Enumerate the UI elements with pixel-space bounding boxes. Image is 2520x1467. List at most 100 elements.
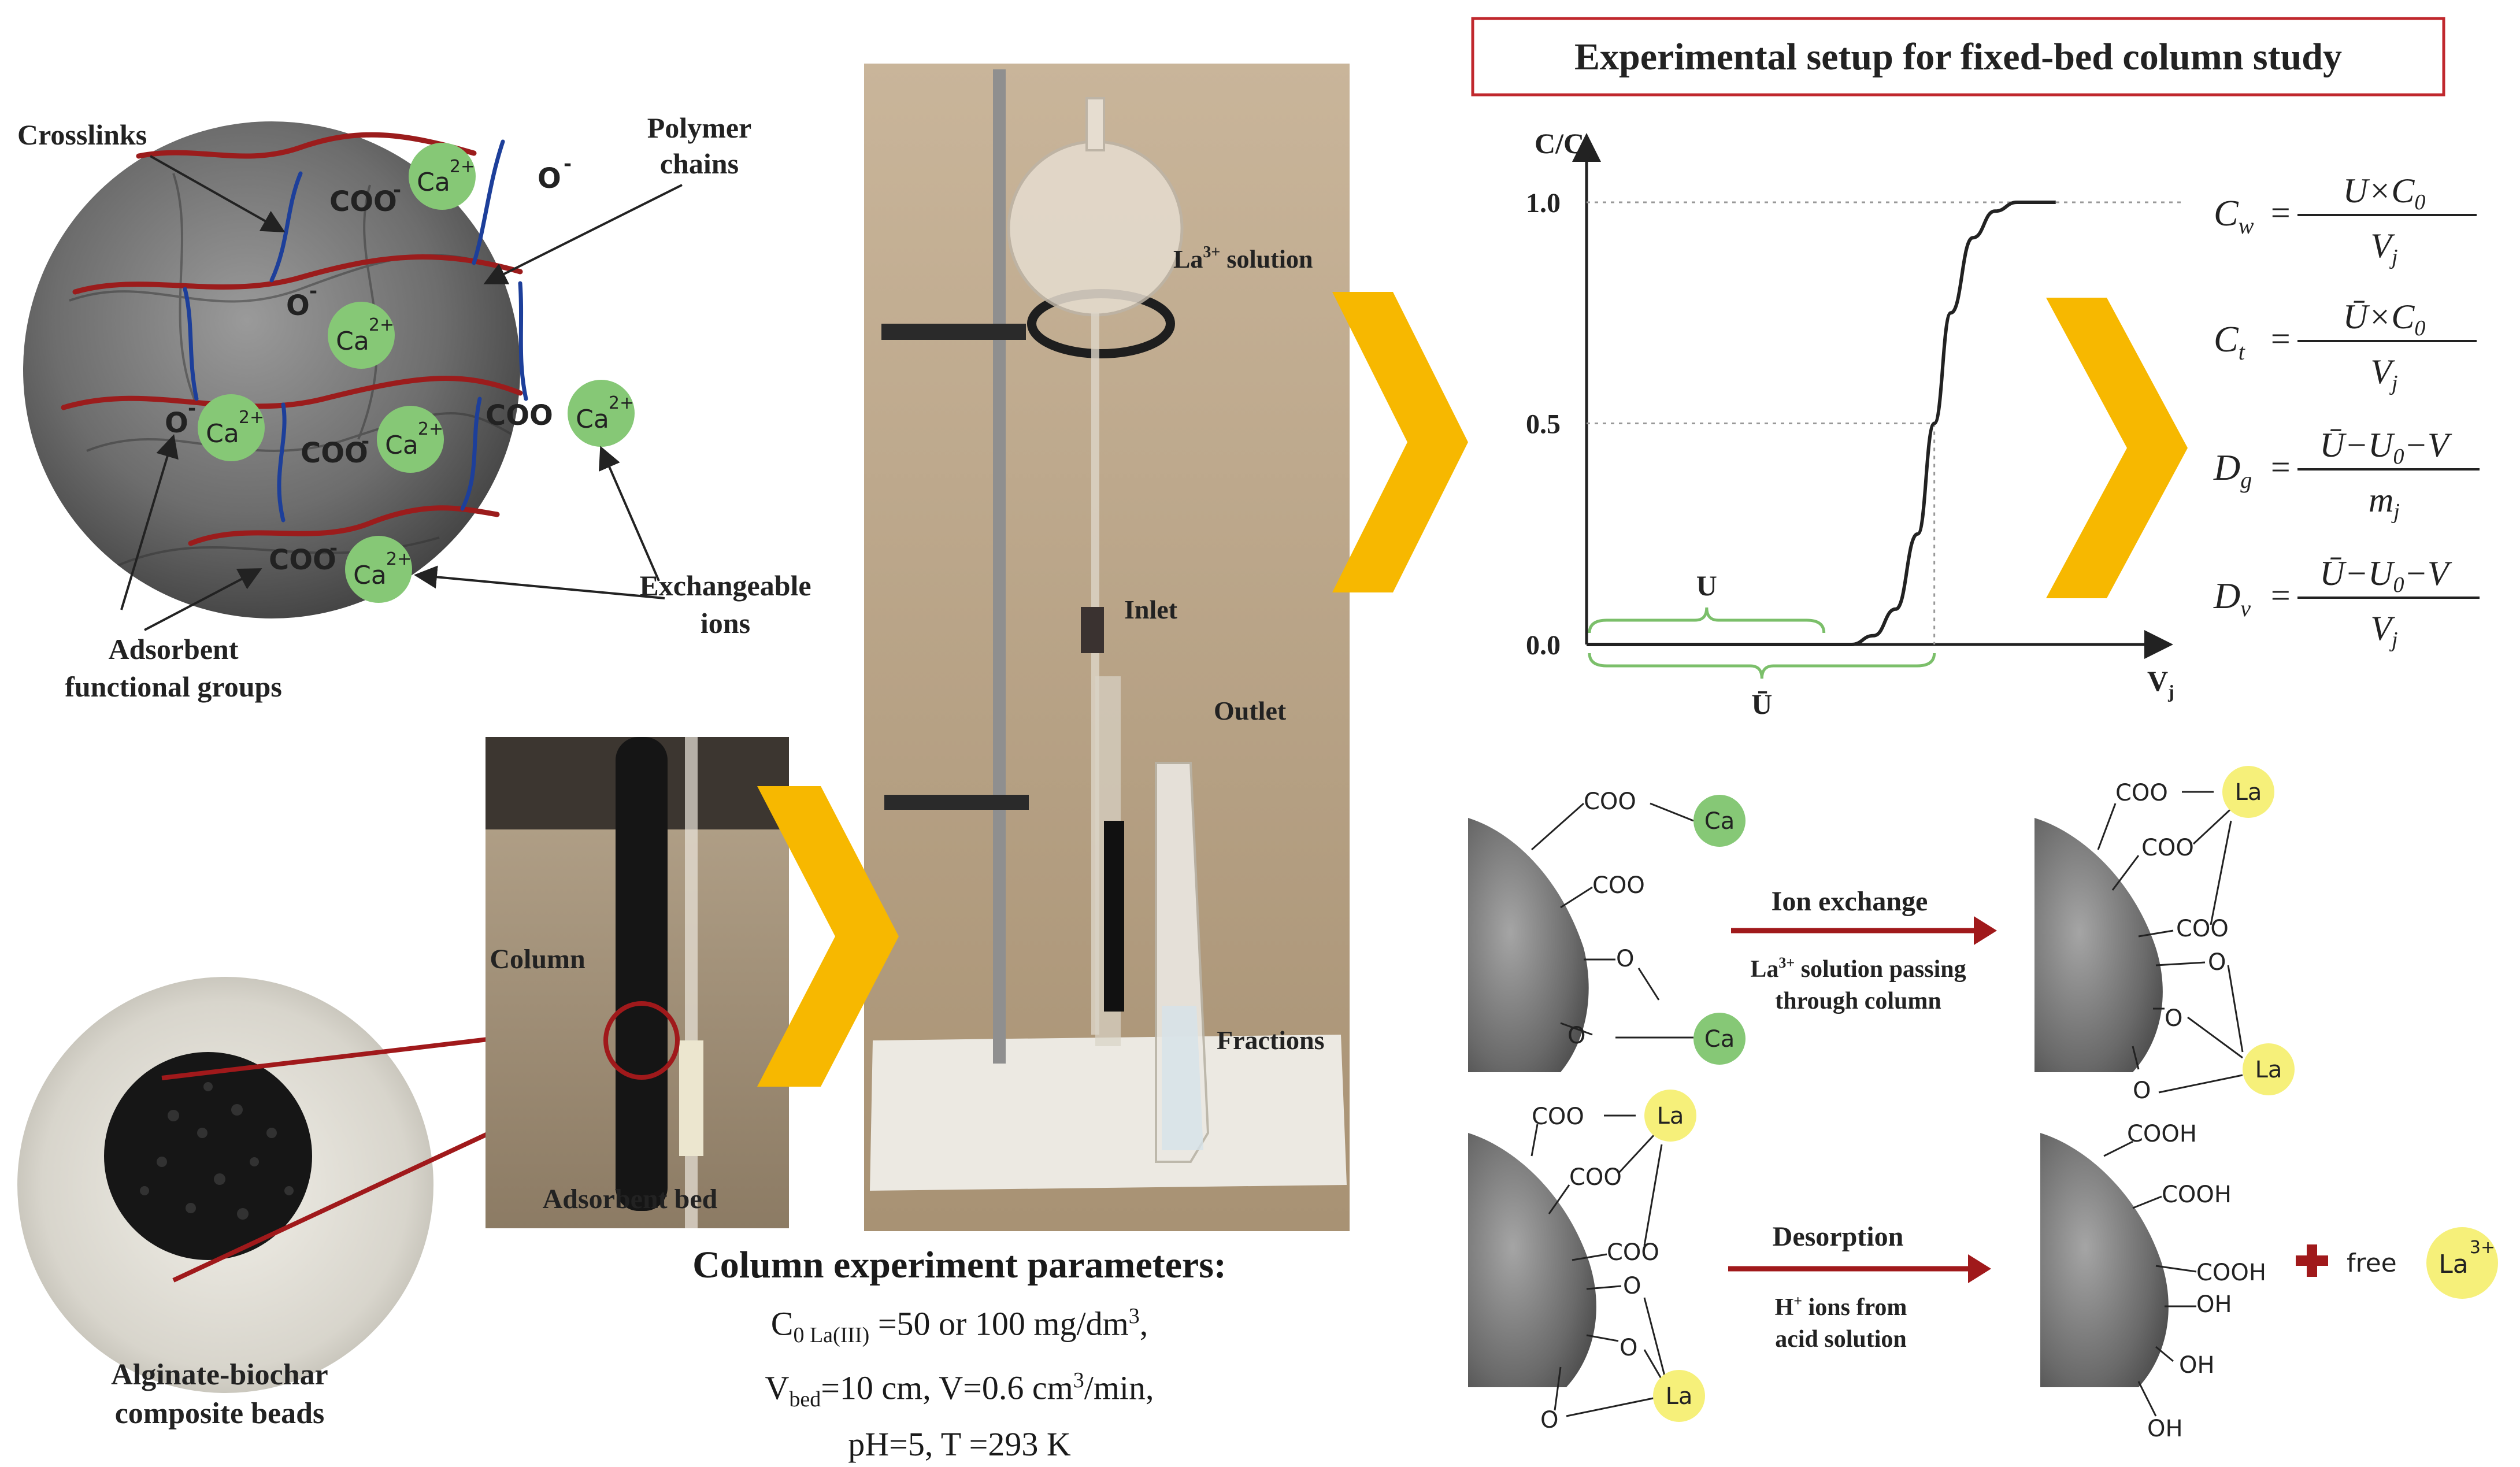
chevron-arrow-2 [1332, 292, 1468, 592]
svg-text:Ū−U0−V: Ū−U0−V [2319, 426, 2452, 469]
svg-text:Ca: Ca [1704, 1026, 1735, 1053]
desorption-arrow: Desorption H+ ions from acid solution [1728, 1221, 1991, 1353]
svg-text:=: = [2269, 448, 2292, 486]
bead-protonated: COOH COOH COOH OH OH OH [2040, 1121, 2266, 1442]
x-axis-label: Vj [2147, 665, 2174, 702]
equation-dv: Dv = Ū−U0−V Vj [2213, 554, 2480, 652]
label-adsorbent-2: functional groups [65, 670, 282, 703]
parameters-block: Column experiment parameters: C0 La(III)… [595, 1243, 1324, 1467]
crosslinks-lines [183, 139, 528, 523]
ca-ion: Ca 2+ [345, 536, 412, 603]
chevron-arrow-1 [757, 786, 899, 1087]
bead-la-before-desorption: COO La COO COO O O O La [1468, 1090, 1705, 1433]
svg-text:O: O [1620, 1335, 1637, 1361]
column-photo: Column Adsorbent bed [486, 737, 789, 1228]
svg-text:O: O [538, 162, 561, 195]
svg-text:O: O [165, 407, 188, 439]
svg-text:-: - [393, 179, 401, 202]
mechanism-panel: COO Ca COO O O Ca Ion exchange La3+ solu… [1468, 766, 2498, 1442]
svg-text:COO: COO [2115, 780, 2168, 806]
svg-text:O: O [1616, 946, 1634, 972]
svg-text:COO: COO [1569, 1164, 1622, 1191]
svg-text:La: La [2235, 779, 2262, 806]
svg-text:Ca: Ca [206, 419, 239, 449]
sem-micrograph: Ca 2+ Ca 2+ Ca 2+ Ca 2+ Ca 2+ Ca 2+ [17, 112, 811, 703]
breakthrough-chart: 0.00.51.0 C/C0 Vj U Ū [1526, 127, 2185, 720]
svg-text:Vj: Vj [2370, 227, 2397, 269]
svg-text:Ca: Ca [353, 561, 387, 590]
label-fractions: Fractions [1217, 1025, 1325, 1055]
plus-sign [2296, 1244, 2328, 1277]
svg-text:COO: COO [2141, 835, 2194, 861]
svg-text:COOH: COOH [2162, 1181, 2232, 1208]
y-tick-label: 0.5 [1526, 409, 1561, 440]
svg-text:Ca: Ca [336, 327, 369, 356]
svg-text:-: - [309, 280, 317, 303]
label-exchangeable-1: Exchangeable [639, 569, 811, 602]
svg-text:Ū−U0−V: Ū−U0−V [2319, 554, 2452, 597]
svg-text:COO: COO [1607, 1239, 1659, 1266]
polymer-chains [61, 132, 523, 546]
svg-text:COO: COO [301, 437, 368, 469]
svg-text:COO: COO [2176, 916, 2229, 942]
label-polymer-chains-2: chains [660, 147, 739, 180]
svg-text:La: La [2439, 1250, 2468, 1279]
chart-guides [1587, 201, 2185, 644]
svg-text:O: O [2133, 1077, 2151, 1104]
svg-text:La: La [1666, 1383, 1693, 1410]
equation-cw: Cw = U×C0 Vj [2214, 172, 2477, 269]
label-adsorbent-1: Adsorbent [108, 633, 238, 665]
label-la-solution: La3+ solution [1173, 243, 1313, 273]
label-beads-2: composite beads [115, 1397, 325, 1430]
svg-text:COO: COO [269, 544, 336, 576]
svg-text:acid solution: acid solution [1775, 1326, 1907, 1353]
ion-exchange-arrow: Ion exchange La3+ solution passing throu… [1731, 886, 1997, 1014]
svg-text:OH: OH [2196, 1291, 2232, 1318]
svg-text:Vj: Vj [2370, 609, 2397, 652]
ca-ion: Ca 2+ [328, 302, 395, 369]
svg-text:H+ ions from: H+ ions from [1775, 1292, 1907, 1321]
svg-text:O: O [2165, 1005, 2182, 1032]
svg-text:O: O [1540, 1407, 1558, 1433]
functional-groups: COO - O - O - O - COO - COO COO - [165, 153, 572, 576]
label-polymer-chains-1: Polymer [647, 112, 751, 144]
label-exchangeable-2: ions [701, 607, 750, 639]
ca-ion: Ca 2+ [409, 143, 476, 210]
equation-ct: Ct = Ū×C0 Vj [2214, 298, 2477, 395]
svg-text:COO: COO [1532, 1103, 1584, 1130]
svg-text:O: O [2208, 949, 2226, 976]
ca-ion: Ca 2+ [377, 406, 444, 473]
parameters-heading: Column experiment parameters: [692, 1244, 1226, 1286]
u-bar-label: Ū [1751, 688, 1772, 720]
breakthrough-curve [1587, 201, 2056, 647]
svg-text:La3+ solution passing: La3+ solution passing [1750, 954, 1966, 983]
equation-dg: Dg = Ū−U0−V mj [2213, 426, 2480, 524]
svg-text:COO: COO [1592, 872, 1645, 899]
y-tick-label: 0.0 [1526, 630, 1561, 661]
free-la-ion: La 3+ [2426, 1227, 2498, 1299]
label-inlet: Inlet [1124, 595, 1178, 624]
label-crosslinks: Crosslinks [17, 118, 147, 151]
svg-text:Ca: Ca [417, 168, 450, 197]
ca-ion: Ca 2+ [198, 394, 265, 461]
svg-text:2+: 2+ [418, 419, 443, 439]
svg-text:Ca: Ca [576, 405, 609, 434]
equations: Cw = U×C0 Vj Ct = Ū×C0 Vj Dg = Ū−U0−V mj… [2213, 172, 2480, 652]
svg-text:O: O [286, 290, 310, 322]
svg-text:Ion exchange: Ion exchange [1772, 886, 1928, 917]
parameter-line-2: Vbed=10 cm, V=0.6 cm3/min, [765, 1368, 1154, 1412]
svg-text:U×C0: U×C0 [2343, 172, 2426, 214]
svg-text:Ū×C0: Ū×C0 [2343, 298, 2426, 340]
svg-text:2+: 2+ [450, 157, 475, 177]
label-outlet: Outlet [1214, 696, 1287, 725]
chart-yticks: 0.00.51.0 [1526, 188, 1561, 661]
chevron-arrow-3 [2046, 298, 2188, 598]
label-adsorbent-bed: Adsorbent bed [543, 1184, 718, 1214]
svg-text:Ca: Ca [1704, 808, 1735, 835]
title-box: Experimental setup for fixed-bed column … [1471, 17, 2445, 97]
svg-text:-: - [564, 153, 572, 176]
svg-text:=: = [2269, 194, 2292, 232]
parameter-line-3: pH=5, T =293 K [848, 1425, 1071, 1463]
brace [1588, 607, 1826, 634]
